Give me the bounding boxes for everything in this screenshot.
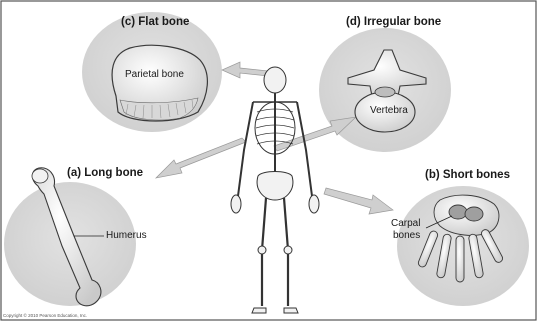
parietal-bone-illustration [112, 45, 207, 121]
long-bone-title: (a) Long bone [67, 167, 143, 179]
vertebra-label: Vertebra [370, 105, 408, 116]
arrow-to-flat-bone [222, 62, 268, 78]
short-bones-title: (b) Short bones [425, 169, 510, 181]
humerus-label: Humerus [106, 230, 147, 241]
parietal-bone-label: Parietal bone [125, 69, 184, 80]
copyright-notice: Copyright © 2010 Pearson Education, Inc. [3, 313, 87, 318]
human-skeleton [231, 67, 319, 313]
arrow-to-short-bones [324, 188, 393, 214]
carpal-label-line1: Carpal [391, 218, 420, 229]
flat-bone-title: (c) Flat bone [121, 16, 189, 28]
arrow-to-long-bone [156, 138, 246, 178]
carpal-label-line2: bones [393, 230, 420, 241]
irregular-bone-title: (d) Irregular bone [346, 16, 441, 28]
